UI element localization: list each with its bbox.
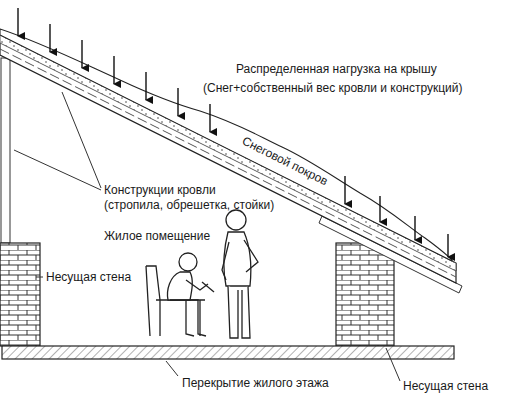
- wall-label: Несущая стена: [46, 270, 131, 284]
- brick-wall-right: [336, 243, 394, 346]
- seated-person: [146, 253, 214, 336]
- room-label: Жилое помещение: [104, 229, 210, 243]
- load-arrows: [18, 8, 448, 257]
- leader-lines: [14, 92, 400, 381]
- wall-stud: [1, 58, 10, 243]
- snow-cover: [0, 29, 452, 261]
- roof-slab: [0, 35, 456, 283]
- load-title: Распределенная нагрузка на крышу: [236, 62, 437, 76]
- standing-person: [222, 210, 258, 338]
- load-note: (Снег+собственный вес кровли и конструкц…: [203, 81, 463, 95]
- roof-structure-note: (стропила, обрешетка, стойки): [104, 198, 274, 212]
- floor-label: Перекрытие жилого этажа: [182, 376, 329, 390]
- brick-wall-left: [0, 243, 40, 346]
- wall-label: Несущая стена: [403, 379, 488, 393]
- roof-structure-label: Конструкции кровли: [104, 183, 216, 197]
